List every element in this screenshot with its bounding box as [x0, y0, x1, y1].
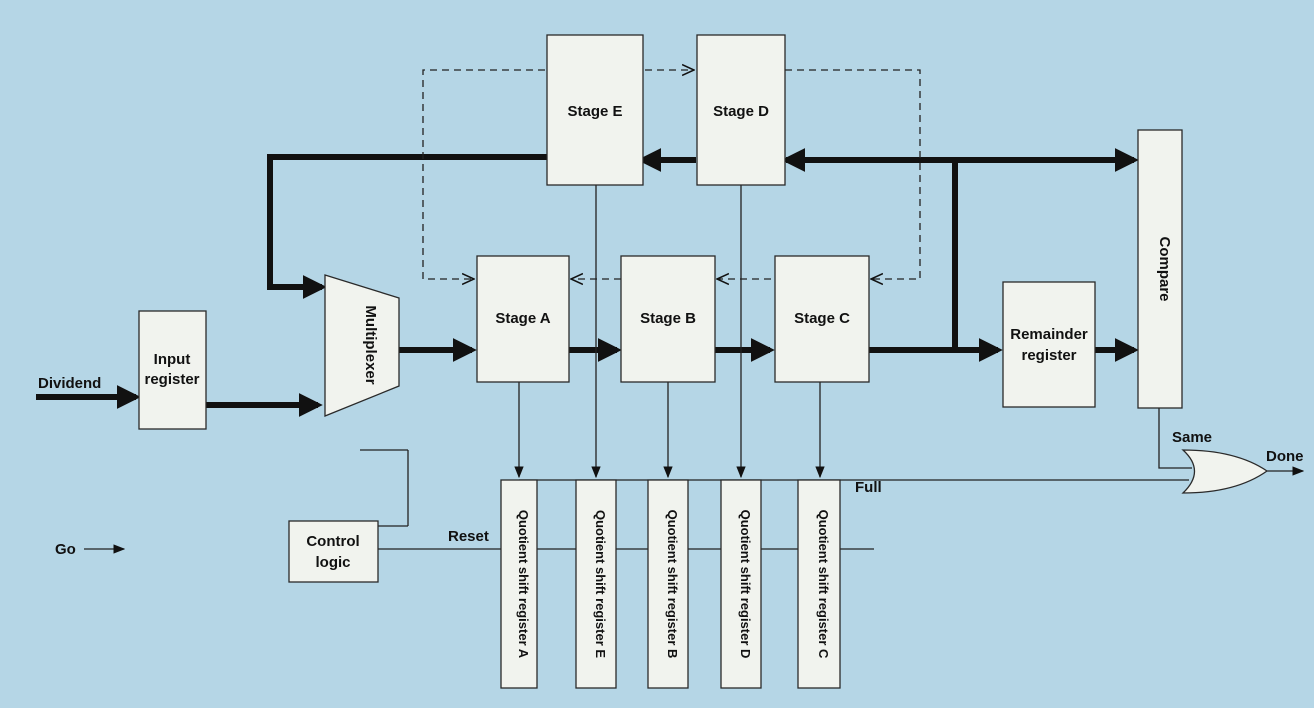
reset-label: Reset: [448, 528, 489, 545]
multiplexer-label: Multiplexer: [362, 305, 379, 384]
quotient-shift-register-c: Quotient shift register C: [797, 479, 841, 689]
same-label: Same: [1172, 429, 1212, 446]
remainder-register-label-2: register: [1021, 347, 1076, 364]
stage-c: Stage C: [774, 255, 870, 383]
stage-d-label: Stage D: [713, 103, 769, 120]
quotient-shift-register-a: Quotient shift register A: [500, 479, 538, 689]
stage-a-label: Stage A: [495, 310, 550, 327]
stage-b: Stage B: [620, 255, 716, 383]
input-register: Input register: [138, 310, 207, 430]
input-register-label-1: Input: [154, 351, 191, 368]
done-label: Done: [1266, 448, 1304, 465]
quotient-register-a-label: Quotient shift register A: [516, 510, 531, 659]
stage-b-label: Stage B: [640, 310, 696, 327]
remainder-register: Remainder register: [1002, 281, 1096, 408]
quotient-register-b-label: Quotient shift register B: [665, 510, 680, 659]
go-label: Go: [55, 541, 76, 558]
remainder-register-label-1: Remainder: [1010, 326, 1088, 343]
quotient-register-d-label: Quotient shift register D: [738, 510, 753, 659]
stage-d: Stage D: [696, 34, 786, 186]
control-wires: [84, 185, 1305, 554]
stage-c-label: Stage C: [794, 310, 850, 327]
or-gate: [1181, 449, 1269, 494]
quotient-shift-register-e: Quotient shift register E: [575, 479, 617, 689]
stage-a: Stage A: [476, 255, 570, 383]
quotient-shift-register-b: Quotient shift register B: [647, 479, 689, 689]
input-register-label-2: register: [144, 371, 199, 388]
quotient-register-c-label: Quotient shift register C: [816, 510, 831, 659]
compare-label: Compare: [1156, 236, 1173, 301]
dividend-label: Dividend: [38, 375, 101, 392]
control-logic: Control logic: [288, 520, 379, 583]
compare: Compare: [1137, 129, 1183, 409]
stage-e-label: Stage E: [567, 103, 622, 120]
control-logic-label-2: logic: [315, 554, 350, 571]
control-logic-label-1: Control: [306, 533, 359, 550]
quotient-register-e-label: Quotient shift register E: [593, 510, 608, 658]
data-buses: [36, 148, 1139, 417]
multiplexer: Multiplexer: [324, 274, 400, 417]
quotient-shift-register-d: Quotient shift register D: [720, 479, 762, 689]
full-label: Full: [855, 479, 882, 496]
stage-e: Stage E: [546, 34, 644, 186]
